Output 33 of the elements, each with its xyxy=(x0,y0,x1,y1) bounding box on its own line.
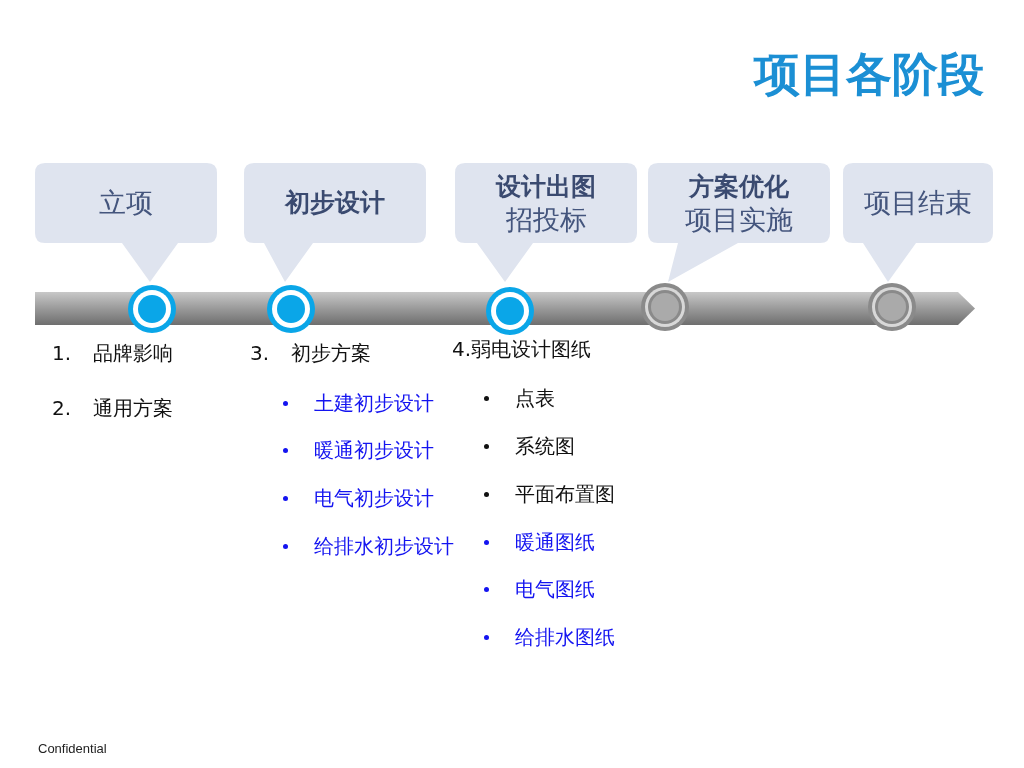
bullet-item: 暖通初步设计 xyxy=(314,437,434,464)
bullet-item: 暖通图纸 xyxy=(515,529,595,556)
list-item: 4.弱电设计图纸 xyxy=(452,336,592,363)
callout-bubble xyxy=(648,163,830,282)
milestone-marker xyxy=(128,285,176,333)
page-title: 项目各阶段 xyxy=(754,46,984,103)
stage-label: 方案优化 xyxy=(688,171,790,203)
bullet-item: 电气初步设计 xyxy=(314,485,434,512)
pending-milestone-marker xyxy=(868,283,916,331)
milestone-marker xyxy=(267,285,315,333)
stage-label: 设计出图 xyxy=(494,171,597,203)
list-item: 2. 通用方案 xyxy=(52,395,174,422)
stage-label: 项目实施 xyxy=(684,204,794,236)
milestone-marker xyxy=(486,287,534,335)
pending-milestone-marker xyxy=(641,283,689,331)
stage-label: 初步设计 xyxy=(283,187,386,219)
stage-label: 项目结束 xyxy=(863,187,973,219)
bullet-item: 系统图 xyxy=(515,433,575,460)
callout-bubble xyxy=(35,163,217,282)
bullet-item: 点表 xyxy=(515,385,555,412)
footer-note: Confidential xyxy=(38,741,107,756)
list-item: 1. 品牌影响 xyxy=(52,340,174,367)
callout-bubble xyxy=(843,163,993,282)
stage-label: 招投标 xyxy=(504,204,588,236)
stage-label: 立项 xyxy=(98,187,154,219)
bullet-item: 给排水初步设计 xyxy=(314,533,454,560)
list-item: 3. 初步方案 xyxy=(250,340,372,367)
callout-bubble xyxy=(455,163,637,282)
bullet-item: 给排水图纸 xyxy=(515,624,615,651)
callout-bubble xyxy=(244,163,426,282)
bullet-item: 电气图纸 xyxy=(515,576,595,603)
bullet-item: 土建初步设计 xyxy=(314,390,434,417)
bullet-item: 平面布置图 xyxy=(515,481,615,508)
